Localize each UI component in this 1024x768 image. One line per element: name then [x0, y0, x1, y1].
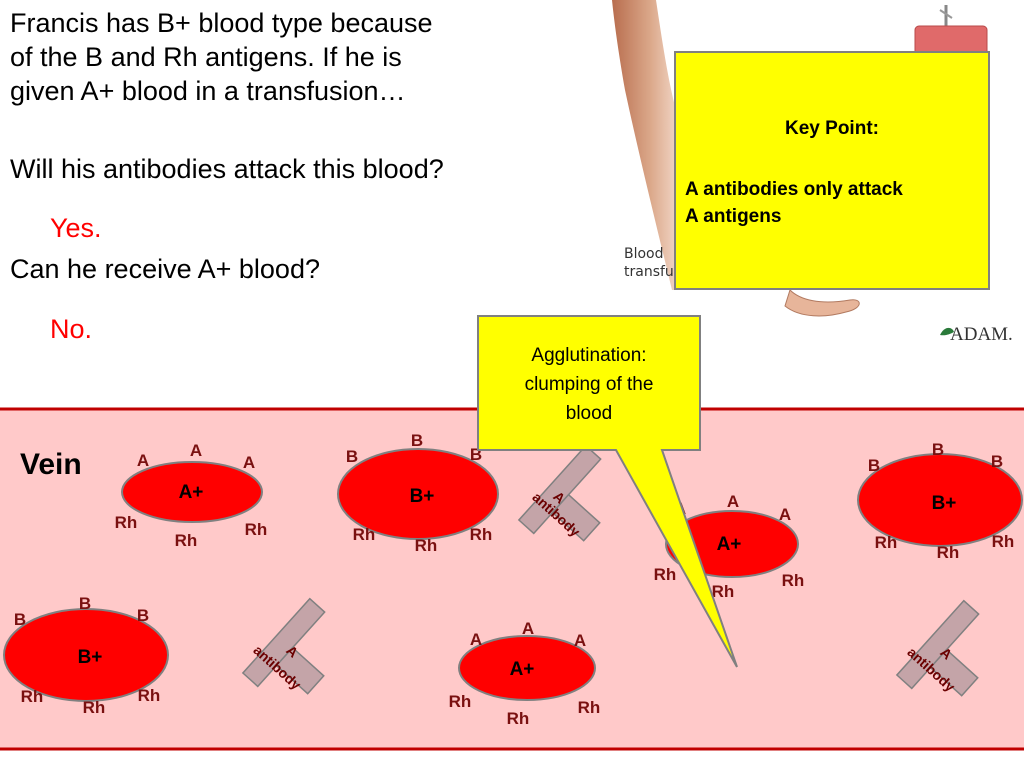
- callout-line-3: blood: [566, 403, 613, 424]
- a-cell-3: A+ A A A Rh Rh Rh: [449, 619, 601, 728]
- antigen-b: B: [868, 456, 880, 475]
- antigen-rh: Rh: [782, 571, 805, 590]
- antigen-rh: Rh: [245, 520, 268, 539]
- antigen-b: B: [79, 594, 91, 613]
- antigen-b: B: [346, 447, 358, 466]
- iv-bag-icon: [914, 5, 988, 57]
- antigen-rh: Rh: [138, 686, 161, 705]
- adam-logo: ADAM.: [940, 324, 1013, 345]
- transfusion-photo: Blood transfu ADAM.: [612, 0, 1013, 345]
- question-line-3: given A+ blood in a transfusion…: [10, 76, 406, 106]
- antigen-a: A: [470, 630, 482, 649]
- key-point-line-2: A antigens: [685, 206, 781, 227]
- question-receive-blood: Can he receive A+ blood?: [10, 254, 320, 284]
- answer-yes: Yes.: [50, 213, 102, 243]
- antigen-rh: Rh: [470, 525, 493, 544]
- antigen-rh: Rh: [353, 525, 376, 544]
- antigen-rh: Rh: [115, 513, 138, 532]
- a-cell-1: A+ A A A Rh Rh Rh: [115, 441, 268, 550]
- antigen-a: A: [727, 492, 739, 511]
- key-point-box: Key Point: A antibodies only attack A an…: [674, 51, 990, 290]
- antigen-rh: Rh: [937, 543, 960, 562]
- antigen-rh: Rh: [578, 698, 601, 717]
- antigen-rh: Rh: [875, 533, 898, 552]
- b-cell-2: B+ B B B Rh Rh Rh: [857, 440, 1023, 562]
- leaf-icon: [940, 327, 954, 336]
- antigen-rh: Rh: [21, 687, 44, 706]
- answer-no: No.: [50, 314, 93, 344]
- antigen-a: A: [190, 441, 202, 460]
- vein-label: Vein: [20, 448, 82, 481]
- antigen-b: B: [991, 452, 1003, 471]
- photo-caption-line-2: transfu: [624, 264, 674, 280]
- antigen-b: B: [14, 610, 26, 629]
- antibody-2: [241, 597, 326, 695]
- photo-caption-line-1: Blood: [624, 246, 664, 262]
- cell-label: B+: [78, 647, 103, 668]
- cell-label: B+: [932, 493, 957, 514]
- antigen-b: B: [932, 440, 944, 459]
- key-point-title: Key Point:: [785, 118, 879, 139]
- antigen-rh: Rh: [507, 709, 530, 728]
- antigen-a: A: [137, 451, 149, 470]
- antigen-rh: Rh: [449, 692, 472, 711]
- antigen-rh: Rh: [654, 565, 677, 584]
- cell-label: A+: [717, 534, 742, 555]
- antigen-rh: Rh: [712, 582, 735, 601]
- antigen-rh: Rh: [175, 531, 198, 550]
- cell-label: A+: [179, 482, 204, 503]
- antigen-b: B: [137, 606, 149, 625]
- antibody-1: [517, 444, 602, 542]
- antigen-rh: Rh: [992, 532, 1015, 551]
- antigen-a: A: [243, 453, 255, 472]
- cell-label: B+: [410, 486, 435, 507]
- antibody-3: [895, 599, 980, 697]
- b-cell-3: B+ B B B Rh Rh Rh: [3, 594, 169, 717]
- antigen-a: A: [522, 619, 534, 638]
- b-cell-1: B+ B B B Rh Rh Rh: [337, 431, 499, 555]
- antigen-a: A: [779, 505, 791, 524]
- callout-line-1: Agglutination:: [531, 345, 646, 366]
- antigen-rh: Rh: [83, 698, 106, 717]
- cell-label: A+: [510, 659, 535, 680]
- key-point-line-1: A antibodies only attack: [685, 179, 903, 200]
- callout-line-2: clumping of the: [525, 374, 654, 395]
- agglutination-callout: Agglutination: clumping of the blood: [477, 315, 738, 668]
- question-line-1: Francis has B+ blood type because: [10, 8, 433, 38]
- antigen-rh: Rh: [415, 536, 438, 555]
- adam-logo-text: ADAM.: [950, 324, 1013, 345]
- question-line-2: of the B and Rh antigens. If he is: [10, 42, 402, 72]
- antigen-a: A: [574, 631, 586, 650]
- antigen-b: B: [411, 431, 423, 450]
- question-antibodies-attack: Will his antibodies attack this blood?: [10, 154, 444, 184]
